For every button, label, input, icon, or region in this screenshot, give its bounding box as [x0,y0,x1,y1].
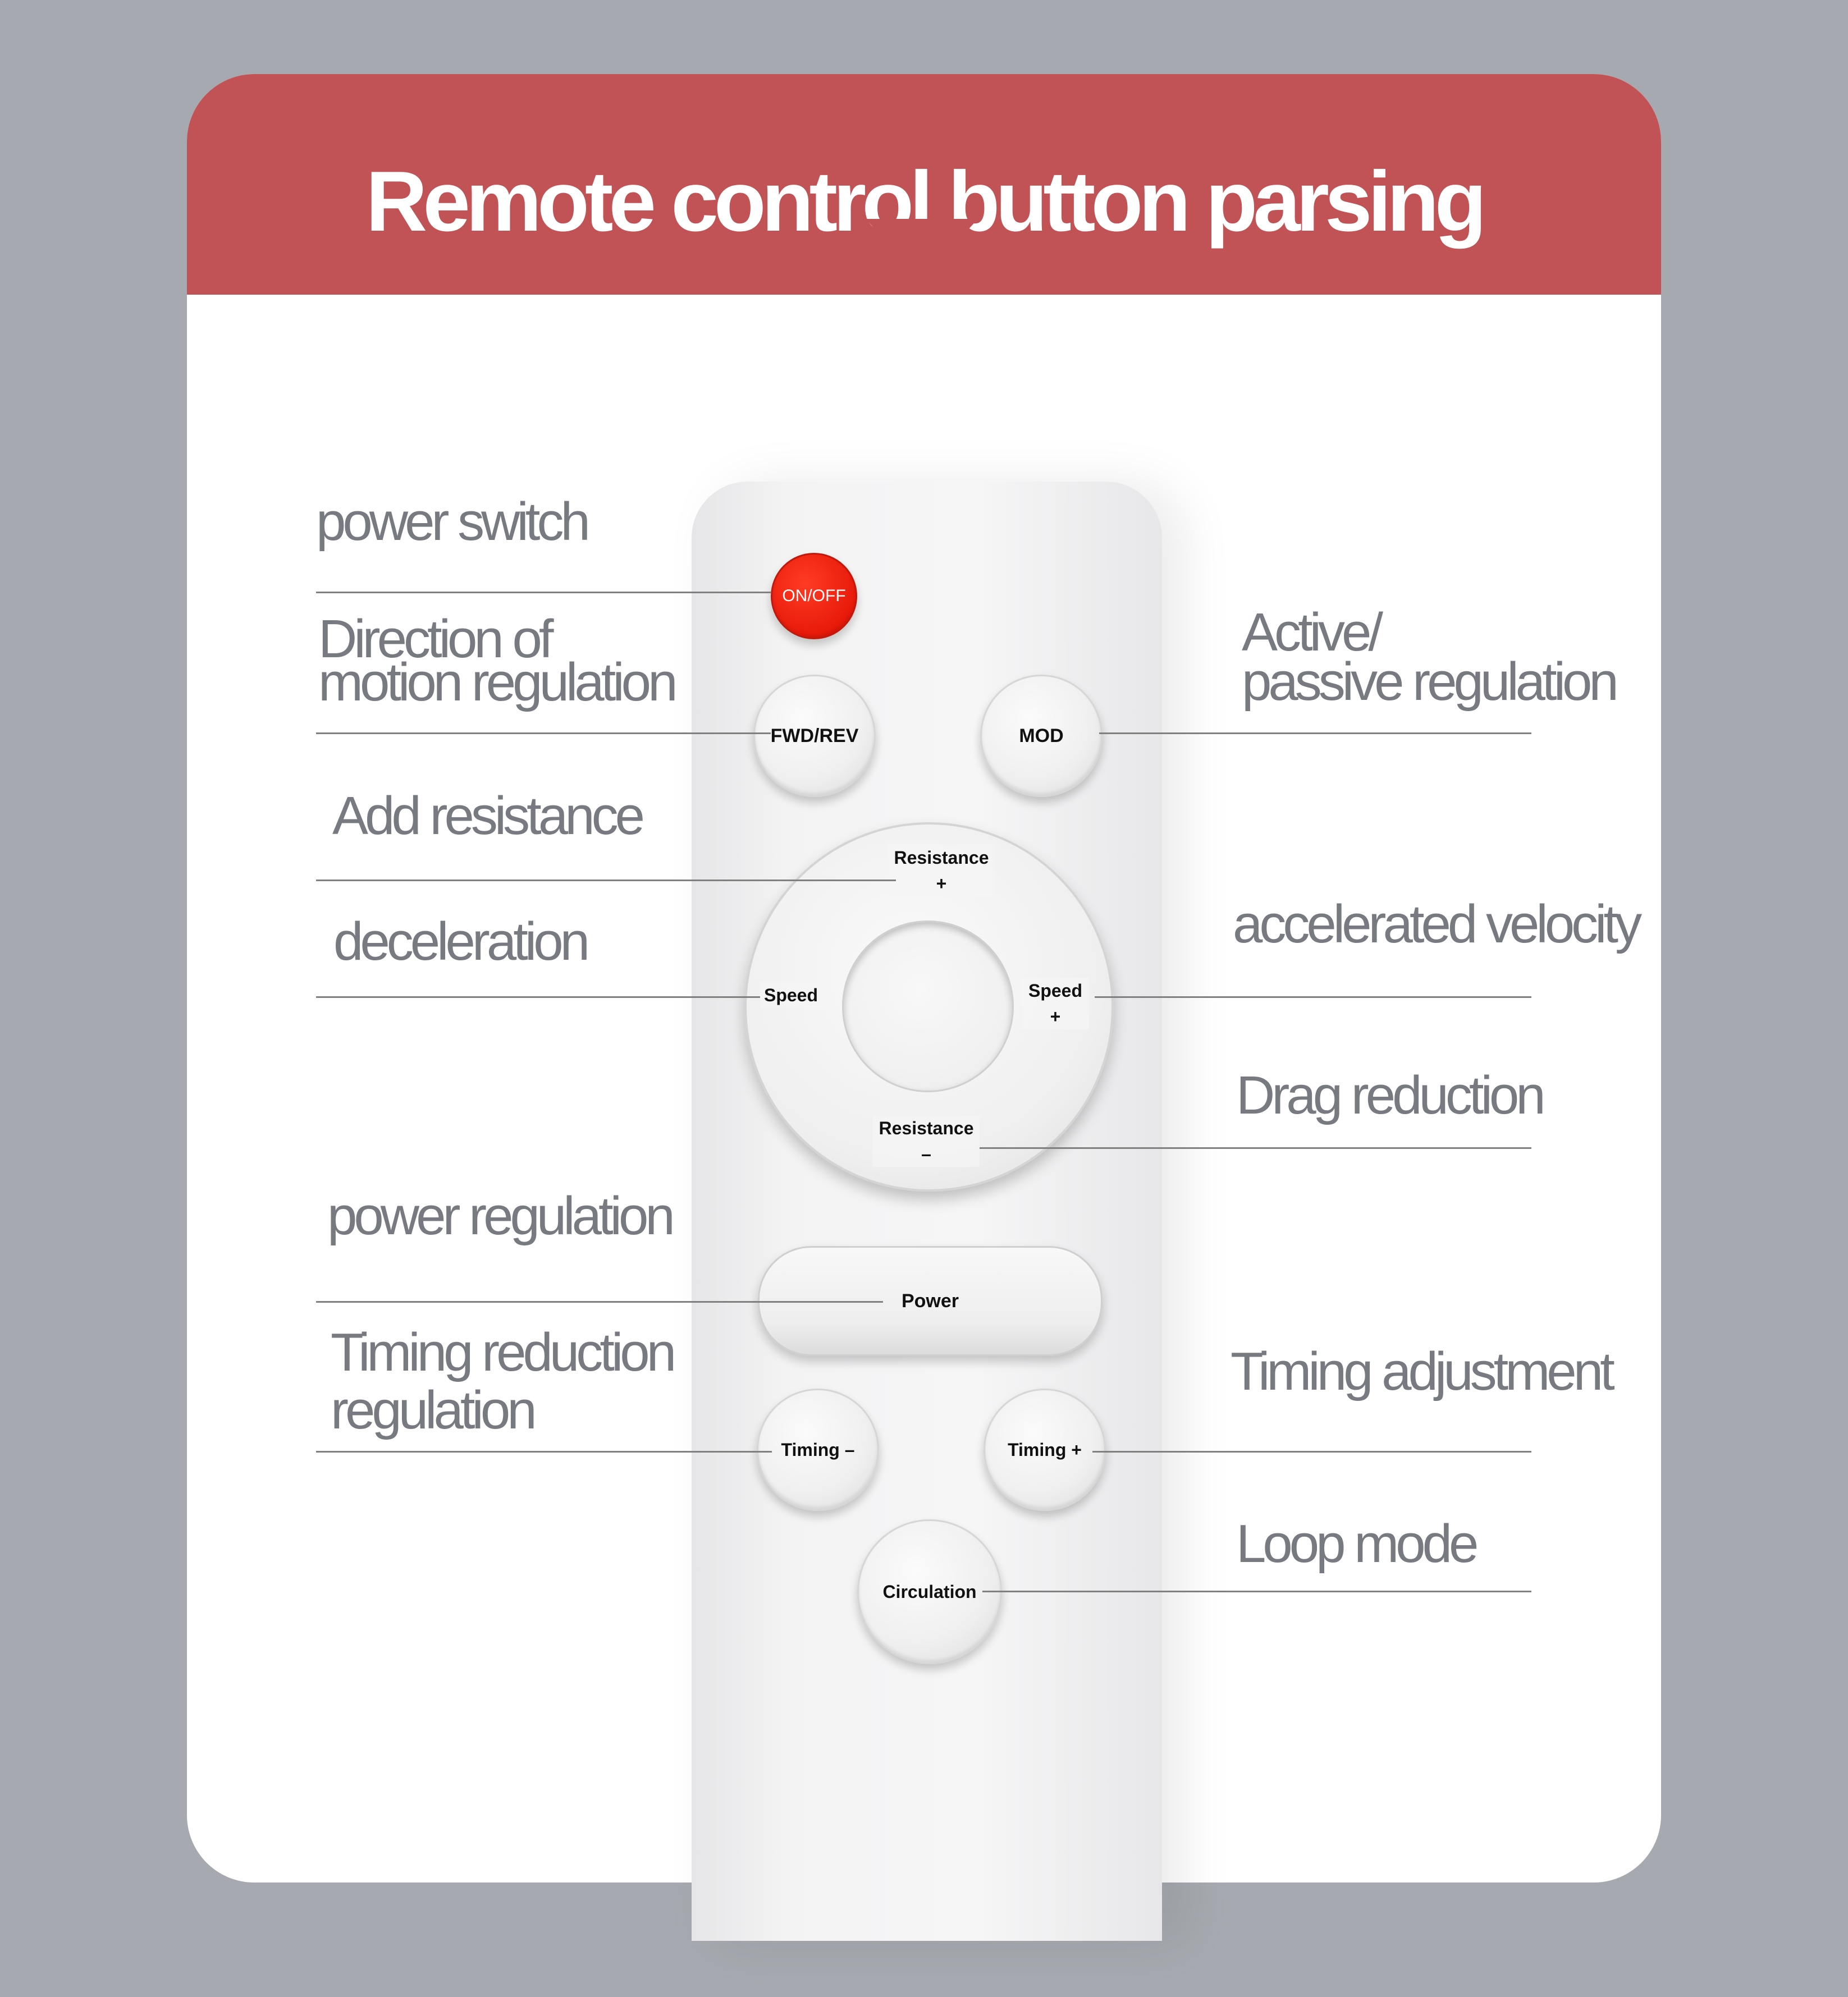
resistance-plus-sign: + [936,873,947,894]
timing-minus-button[interactable]: Timing – [757,1389,879,1511]
label-loop-mode: Loop mode [1236,1514,1479,1574]
speed-plus-sign: + [1050,1006,1061,1027]
label-direction-line2: motion regulation [318,652,678,712]
on-off-button[interactable]: ON/OFF [771,553,857,639]
speed-plus-label: Speed [1028,981,1083,1001]
label-timing-reduction-line2: regulation [331,1380,537,1440]
label-power-switch: power switch [316,492,591,552]
timing-plus-label: Timing + [1008,1439,1082,1460]
leader-line-loop-mode [982,1591,1531,1592]
circulation-label: Circulation [882,1581,977,1602]
speed-plus-button[interactable]: Speed + [1022,978,1089,1029]
leader-line-drag-reduction [980,1147,1531,1149]
resistance-plus-button[interactable]: Resistance + [888,845,995,896]
on-off-label: ON/OFF [782,587,846,605]
leader-line-timing-reduction [316,1451,772,1453]
header-banner: Remote control button parsing [187,74,1661,295]
label-direction-line1: Direction of [318,609,554,669]
circulation-button[interactable]: Circulation [857,1519,1002,1664]
resistance-minus-sign: – [921,1144,931,1164]
timing-minus-label: Timing – [781,1439,855,1460]
mod-label: MOD [1019,725,1064,746]
leader-line-accelerated-velocity [1095,996,1531,998]
fwd-rev-label: FWD/REV [770,725,859,746]
label-accelerated-velocity: accelerated velocity [1233,894,1642,954]
speed-minus-button[interactable]: Speed [760,982,822,1008]
label-add-resistance: Add resistance [332,786,645,846]
resistance-minus-label: Resistance [879,1118,974,1138]
label-timing-adjustment: Timing adjustment [1231,1341,1615,1401]
mod-button[interactable]: MOD [980,675,1103,797]
leader-line-add-resistance [316,880,896,881]
fwd-rev-button[interactable]: FWD/REV [753,675,876,797]
power-label: Power [901,1290,959,1312]
speed-minus-label: Speed [763,985,818,1005]
label-drag-reduction: Drag reduction [1236,1065,1546,1125]
timing-plus-button[interactable]: Timing + [984,1389,1106,1511]
leader-line-active-passive [1099,732,1531,734]
resistance-minus-button[interactable]: Resistance – [873,1115,980,1167]
leader-line-power-regulation [316,1301,883,1303]
resistance-plus-label: Resistance [894,848,989,868]
label-timing-reduction-line1: Timing reduction [331,1322,676,1382]
label-deceleration: deceleration [333,912,590,972]
leader-line-deceleration [316,996,760,998]
label-active-line1: Active/ [1242,602,1383,662]
leader-line-timing-adjustment [1092,1451,1531,1453]
ring-center-button[interactable] [842,920,1014,1092]
leader-line-direction [316,732,771,734]
label-power-regulation: power regulation [327,1186,675,1246]
leader-line-power-switch [316,592,771,593]
label-active-line2: passive regulation [1242,652,1619,712]
header-notch [866,219,978,281]
